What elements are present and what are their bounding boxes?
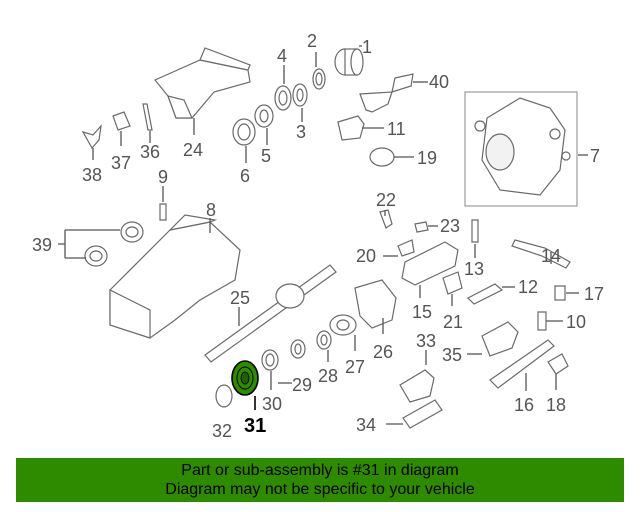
label-32: 32 [212, 421, 232, 441]
part-19-cover [369, 147, 395, 167]
part-20-clip [397, 239, 415, 257]
label-19: 19 [417, 148, 437, 168]
label-12: 12 [518, 277, 538, 297]
part-24-bracket [154, 47, 251, 119]
part-30-bushing [261, 349, 279, 371]
label-25: 25 [230, 288, 250, 308]
label-38: 38 [82, 165, 102, 185]
part-1-housing [334, 48, 364, 76]
label-14: 14 [541, 246, 561, 266]
label-7: 7 [590, 146, 600, 166]
part-22-bolt [379, 209, 393, 229]
label-40: 40 [429, 72, 449, 92]
part-28-bushing [316, 330, 332, 350]
label-39: 39 [32, 235, 52, 255]
part-16-lever [489, 339, 555, 389]
label-3: 3 [296, 122, 306, 142]
label-35: 35 [442, 345, 462, 365]
parts-diagram: 1 2 3 4 5 6 24 36 37 [32, 31, 604, 441]
part-26-bracket [354, 279, 397, 329]
part-10-spring [537, 311, 547, 331]
label-8: 8 [206, 200, 216, 220]
label-10: 10 [566, 312, 586, 332]
label-11: 11 [387, 119, 406, 139]
label-34: 34 [356, 415, 376, 435]
label-1: 1 [362, 37, 372, 57]
banner-line-2: Diagram may not be specific to your vehi… [165, 481, 475, 498]
label-13: 13 [464, 259, 484, 279]
label-9: 9 [158, 167, 168, 187]
part-17-clip [554, 285, 566, 301]
part-29-bushing [290, 339, 306, 359]
part-7-frame [464, 91, 578, 207]
part-3-ring [292, 83, 308, 107]
banner-line-1: Part or sub-assembly is #31 in diagram [181, 462, 459, 479]
label-22: 22 [376, 190, 396, 210]
label-26: 26 [373, 342, 393, 362]
label-4: 4 [277, 46, 287, 66]
part-38-clip [81, 124, 102, 150]
part-18-knob [547, 353, 569, 375]
part-25-shaft [204, 264, 337, 363]
part-13-spring [471, 219, 479, 243]
part-5-bushing [254, 104, 274, 128]
part-11-switch [337, 115, 365, 141]
part-23-nut [414, 221, 429, 233]
part-9-spring [159, 203, 167, 221]
label-28: 28 [318, 366, 338, 386]
label-5: 5 [261, 146, 271, 166]
label-23: 23 [440, 216, 460, 236]
label-15: 15 [412, 302, 432, 322]
part-33-lock-cylinder [399, 369, 435, 403]
label-2: 2 [307, 31, 317, 51]
label-21: 21 [443, 312, 463, 332]
part-6-cup [232, 118, 256, 146]
label-33: 33 [416, 331, 436, 351]
info-banner: Part or sub-assembly is #31 in diagram D… [16, 458, 624, 502]
part-32-cap [215, 384, 233, 408]
part-40-lever [359, 73, 414, 113]
part-2-ring [312, 68, 326, 90]
part-34-key [402, 399, 443, 429]
part-36-pin [142, 103, 153, 131]
part-39-bushings [84, 221, 144, 267]
part-4-bearing [274, 85, 292, 111]
part-35-switch [481, 321, 519, 357]
part-37-clip [112, 111, 131, 131]
label-16: 16 [514, 395, 534, 415]
label-29: 29 [292, 375, 312, 395]
label-17: 17 [584, 284, 604, 304]
label-24: 24 [183, 140, 203, 160]
part-14-lever [511, 239, 571, 269]
label-18: 18 [546, 395, 566, 415]
label-30: 30 [262, 394, 282, 414]
part-8-column-housing [109, 214, 241, 339]
leader-39 [58, 229, 120, 259]
label-6: 6 [240, 166, 250, 186]
part-12-linkage [466, 283, 504, 305]
part-21-block [442, 271, 463, 295]
part-7-housing [474, 97, 571, 196]
part-27-ring [329, 314, 357, 336]
label-37: 37 [111, 153, 131, 173]
label-20: 20 [356, 246, 376, 266]
part-15-lock-housing [401, 241, 459, 286]
label-31: 31 [244, 415, 266, 437]
label-27: 27 [345, 357, 365, 377]
label-36: 36 [140, 142, 160, 162]
part-31-bearing-highlighted [231, 360, 259, 396]
